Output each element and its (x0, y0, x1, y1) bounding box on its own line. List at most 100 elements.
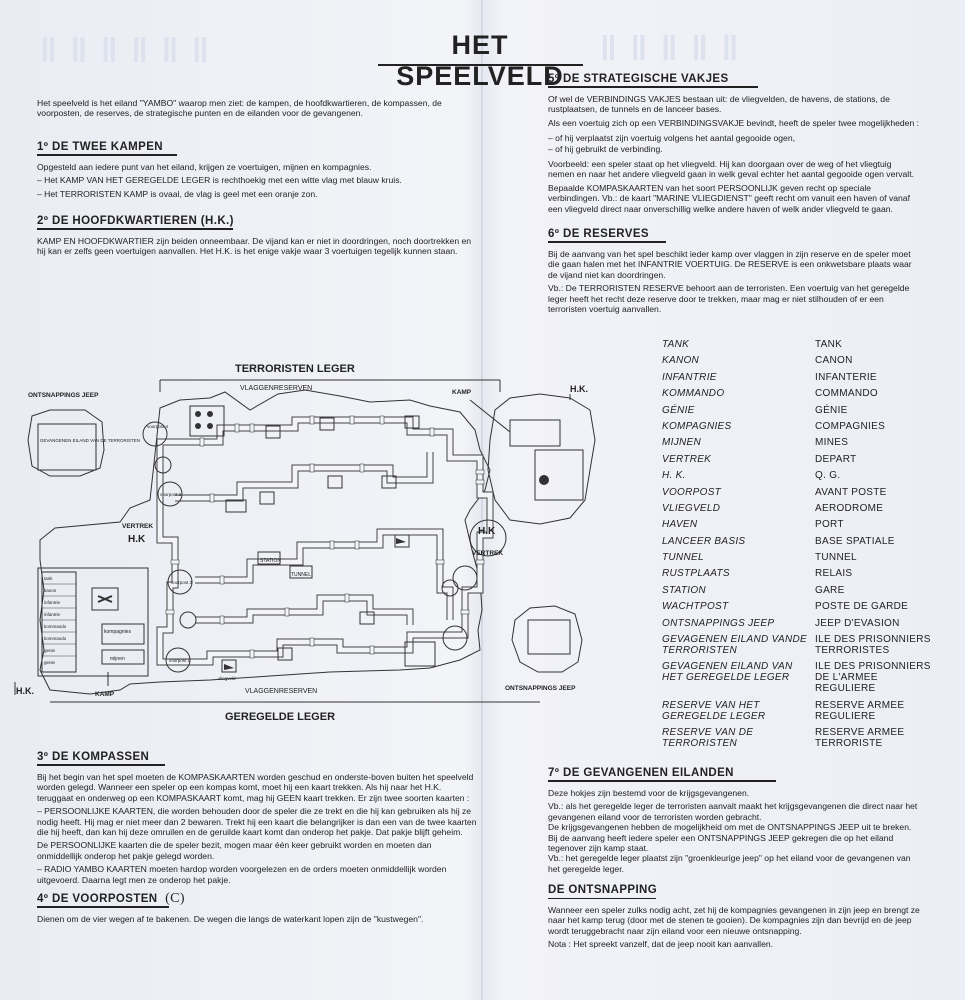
section-7-text-3: De krijgsgevangenen hebben de mogelijkhe… (548, 822, 912, 833)
translation-french: ILE DES PRISONNIERS TERRORISTES (815, 634, 931, 657)
section-8-rule (548, 897, 656, 900)
translation-french: COMMANDO (815, 388, 878, 400)
paper-fold (481, 0, 483, 1000)
translation-dutch: KOMMANDO (662, 388, 725, 400)
kamp-top-label: KAMP (452, 389, 472, 396)
translation-row: HAVEN PORT (662, 519, 952, 530)
prison-island-right-outline (511, 605, 583, 673)
section-5-text-2: Als een voertuig zich op een VERBINDINGS… (548, 117, 920, 128)
section-5-bullet-2: – of hij gebruikt de verbinding. (548, 143, 663, 154)
prison-box-left (37, 423, 97, 471)
vertrek-right-label: VERTREK (472, 550, 503, 557)
translation-row: VOORPOST AVANT POSTE (662, 487, 952, 498)
geregelde-leger-label: GEREGELDE LEGER (225, 711, 335, 723)
translation-dutch: MIJNEN (662, 437, 702, 449)
station-label: STATION (260, 558, 281, 564)
translation-dutch: RESERVE VAN HET GEREGELDE LEGER (662, 699, 766, 722)
section-3-text-3: De PERSOONLIJKE kaarten die de speler be… (37, 840, 432, 861)
flag-reserve-dot-2 (207, 411, 213, 417)
terrorist-reserve-box (534, 449, 584, 501)
intro-paragraph: Het speelveld is het eiland "YAMBO" waar… (37, 98, 442, 119)
strategic-sq-9 (289, 565, 313, 579)
terroristen-leger-label: TERRORISTEN LEGER (235, 363, 355, 375)
tunnel-label: TUNNEL (291, 572, 311, 578)
translation-french: CANON (815, 355, 853, 367)
road-outer-inner (157, 417, 493, 665)
voorpost-4-circle (142, 421, 168, 447)
strategic-sq-3 (404, 415, 420, 429)
section-6-rule (548, 241, 666, 243)
translation-french: AVANT POSTE (815, 486, 887, 498)
section-8-text-1: Wanneer een speler zulks nodig acht, zet… (548, 905, 920, 936)
strategic-sq-5 (381, 475, 397, 489)
vertrek-left-label: VERTREK (122, 523, 153, 530)
reserve-label-5: kommando (44, 636, 67, 641)
terrorist-hk-box (509, 419, 561, 447)
flag-reserve-dot-1 (195, 411, 201, 417)
section-4-heading-line: 4º DE VOORPOSTEN (C) (37, 891, 477, 905)
translation-dutch: RUSTPLAATS (662, 568, 730, 580)
section-3-text-2: – PERSOONLIJKE KAARTEN, die worden behou… (37, 806, 477, 837)
compass-1 (154, 456, 172, 474)
translation-french: ILE DES PRISONNIERS DE L'ARMEE REGULIERE (815, 661, 931, 695)
section-5-text-1: Of wel de VERBINDINGS VAKJES bestaan uit… (548, 93, 890, 115)
prison-island-label: GEVANGENEN EILAND VAN DE TERRORISTEN (40, 438, 140, 443)
translation-french: INFANTERIE (815, 371, 877, 383)
translation-row: KOMMANDO COMMANDO (662, 388, 952, 399)
section-5-text-4: Bepaalde KOMPASKAARTEN van het soort PER… (548, 182, 910, 214)
section-3-text-1: Bij het begin van het spel moeten de KOM… (37, 771, 474, 803)
terrorist-sun-icon (539, 475, 549, 485)
road-ties (165, 415, 485, 659)
translation-dutch: LANCEER BASIS (662, 535, 746, 547)
section-5-text-3: Voorbeeld: een speler staat op het vlieg… (548, 158, 914, 180)
voorpost-4-label: voorpost 4 (147, 424, 169, 429)
reserve-column (41, 571, 77, 673)
translation-row: INFANTRIE INFANTERIE (662, 372, 952, 383)
reserve-label-1: kanon (44, 588, 57, 593)
translation-dutch: H. K. (662, 470, 686, 482)
section-6-text-1: Bij de aanvang van het spel beschikt ied… (548, 248, 912, 280)
strategic-sq-2 (319, 417, 335, 431)
strategic-sq-8 (257, 551, 281, 565)
translation-dutch: TANK (662, 339, 690, 350)
right-column: 5º DE STRATEGISCHE VAKJES Of wel de VERB… (548, 73, 920, 317)
road-inner-low-w (195, 595, 413, 625)
section-4-heading: 4º DE VOORPOSTEN (37, 892, 158, 905)
translation-french: BASE SPATIALE (815, 535, 895, 547)
translation-french: MINES (815, 437, 849, 449)
translation-dutch: GÉNIE (662, 404, 695, 416)
section-7-heading: 7º DE GEVANGENEN EILANDEN (548, 767, 734, 779)
section-1-rule (37, 154, 177, 156)
translation-dutch: HAVEN (662, 519, 698, 531)
translation-row: TANK TANK (662, 339, 952, 350)
section-3-heading: 3º DE KOMPASSEN (37, 751, 150, 763)
translation-dutch: STATION (662, 584, 706, 596)
reserve-label-7: genie (44, 660, 56, 665)
kompagnies-label: kompagnies (104, 629, 131, 635)
translation-dutch: VOORPOST (662, 486, 722, 498)
translation-dutch: RESERVE VAN DE TERRORISTEN (662, 727, 754, 750)
voorpost-right2-circle (442, 625, 468, 651)
strategic-sq-7 (225, 499, 247, 513)
kompagnies-box (101, 623, 145, 645)
section-7-text-2: Vb.: als het geregelde leger de terroris… (548, 801, 918, 822)
reserve-label-3: infantrie (44, 612, 61, 617)
mijnen-label: mijnen (110, 656, 125, 662)
reserve-label-2: infantrie (44, 600, 61, 605)
translation-french: PORT (815, 519, 844, 531)
translation-dutch: INFANTRIE (662, 371, 717, 383)
bleed-through-text-left: ‖ ‖ ‖ ‖ ‖ ‖ (40, 32, 211, 70)
section-7-text-4: Bij de aanvang heeft iedere speler een O… (548, 832, 894, 853)
translation-french: TANK (815, 339, 843, 350)
vlaggenreserven-bottom-label: VLAGGENRESERVEN (245, 688, 317, 695)
translation-dutch: VERTREK (662, 453, 712, 465)
game-board-map: TERRORISTEN LEGER GEREGELDE LEGER VLAGGE… (14, 363, 596, 723)
bleed-through-text-right: ‖ ‖ ‖ ‖ ‖ (600, 30, 741, 68)
